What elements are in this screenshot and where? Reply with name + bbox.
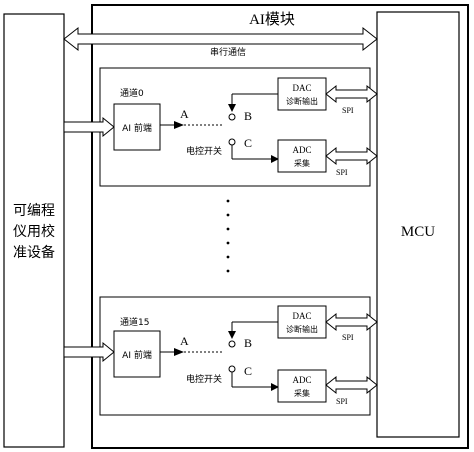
node-c-terminal: [228, 365, 236, 373]
node-c-terminal: [228, 138, 236, 146]
calibration-device-label-line3: 准设备: [13, 244, 55, 261]
node-b-terminal: [228, 113, 236, 121]
ai-frontend-label: AI 前端: [122, 349, 152, 361]
ellipsis-dot: [226, 199, 230, 203]
ai-frontend-box: [113, 330, 161, 378]
node-b-arrow: [228, 331, 236, 339]
mcu-box: [376, 11, 460, 438]
dac-label: DAC: [292, 83, 311, 93]
channel-15: 通道15 AI 前端 A B C 电控开关 DAC 诊断输出 ADC 采集 SP…: [63, 296, 378, 416]
dac-label: DAC: [292, 311, 311, 321]
spi-label-dac: SPI: [342, 106, 354, 115]
channel-0: 通道0 AI 前端 A B C 电控开关 DAC 诊断输出 ADC 采集: [63, 67, 378, 187]
calibration-device-label-line2: 仪用校: [13, 223, 55, 240]
switch-label: 电控开关: [186, 373, 222, 385]
serial-bus-arrow: [63, 26, 378, 52]
spi-arrow-adc: [325, 375, 378, 395]
calibration-device-box: [3, 13, 65, 448]
adc-box: [277, 369, 327, 403]
adc-sublabel: 采集: [294, 388, 310, 398]
node-c-label: C: [244, 136, 252, 150]
dac-sublabel: 诊断输出: [286, 324, 318, 334]
channel-ellipsis: [226, 199, 230, 273]
ai-frontend-label: AI 前端: [122, 122, 152, 134]
ai-frontend-box: [113, 103, 161, 151]
mcu-label: MCU: [401, 224, 435, 240]
spi-arrow-dac: [325, 312, 378, 332]
serial-bus-label: 串行通信: [210, 46, 246, 58]
channel-name: 通道0: [120, 87, 144, 99]
ai-module-frame: [91, 4, 469, 449]
ellipsis-dot: [226, 241, 230, 245]
ai-module-title: AI模块: [249, 11, 295, 28]
adc-sublabel: 采集: [294, 158, 310, 168]
node-b-terminal: [228, 340, 236, 348]
node-b-label: B: [244, 109, 252, 123]
calibration-device-label-line1: 可编程: [13, 203, 55, 219]
spi-label-adc: SPI: [336, 168, 348, 177]
node-b-label: B: [244, 336, 252, 350]
channel-name: 通道15: [120, 316, 149, 328]
adc-label: ADC: [292, 375, 311, 385]
node-a-label: A: [180, 107, 189, 121]
dac-box: [277, 77, 327, 111]
ellipsis-dot: [226, 213, 230, 217]
spi-arrow-dac: [325, 84, 378, 104]
channel-input-arrow: [63, 116, 115, 138]
ellipsis-dot: [226, 227, 230, 231]
node-a-arrow: [174, 348, 184, 356]
node-a-arrow: [174, 121, 184, 129]
adc-box: [277, 139, 327, 173]
node-b-arrow: [228, 104, 236, 112]
dac-box: [277, 305, 327, 339]
spi-label-adc: SPI: [336, 397, 348, 406]
switch-label: 电控开关: [186, 145, 222, 157]
ellipsis-dot: [226, 269, 230, 273]
adc-label: ADC: [292, 145, 311, 155]
node-a-label: A: [180, 334, 189, 348]
ellipsis-dot: [226, 255, 230, 259]
node-c-label: C: [244, 364, 252, 378]
spi-label-dac: SPI: [342, 333, 354, 342]
spi-arrow-adc: [325, 146, 378, 166]
channel-input-arrow: [63, 341, 115, 363]
dac-sublabel: 诊断输出: [286, 96, 318, 106]
